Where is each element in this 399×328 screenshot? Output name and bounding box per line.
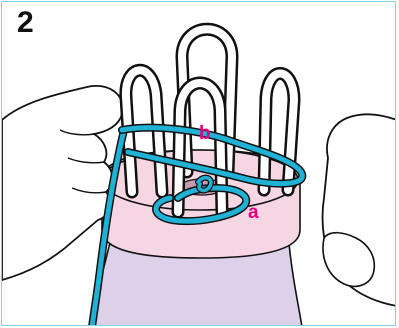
- label-b: b: [199, 123, 211, 144]
- step-number: 2: [17, 8, 34, 38]
- label-a: a: [248, 202, 259, 223]
- knitting-illustration: b a: [2, 2, 396, 326]
